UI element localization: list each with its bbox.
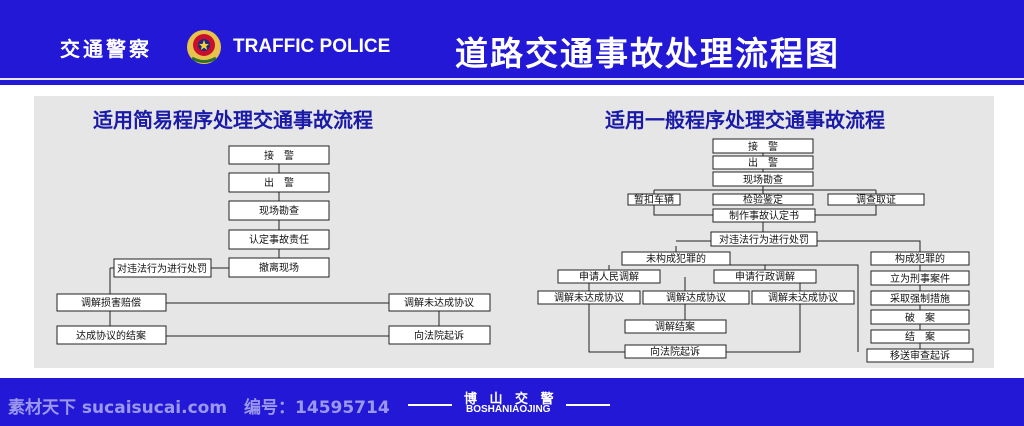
node-label: 接 警 <box>264 149 294 162</box>
node-label: 认定事故责任 <box>249 233 309 246</box>
header-bar <box>0 0 1024 85</box>
node-label: 出 警 <box>748 156 778 169</box>
node-label: 调解未达成协议 <box>768 291 838 304</box>
node-label: 申请人民调解 <box>579 270 639 283</box>
node-label: 破 案 <box>905 311 935 324</box>
left-node-1: 接 警 <box>228 145 330 165</box>
police-emblem-icon <box>187 30 221 64</box>
node-label: 对违法行为进行处罚 <box>719 233 809 246</box>
right-node-22: 移送审查起诉 <box>866 348 974 363</box>
right-node-9: 未构成犯罪的 <box>621 251 731 266</box>
right-node-2: 出 警 <box>712 155 814 170</box>
left-node-8: 调解未达成协议 <box>388 293 491 312</box>
diagram-area <box>34 96 994 368</box>
footer-rule-right <box>566 404 610 406</box>
left-node-10: 向法院起诉 <box>388 325 491 345</box>
node-label: 结 案 <box>905 330 935 343</box>
left-node-7: 调解损害赔偿 <box>56 293 167 312</box>
footer-bar <box>0 378 1024 426</box>
left-node-9: 达成协议的结案 <box>56 325 167 345</box>
right-node-17: 采取强制措施 <box>870 290 970 306</box>
right-node-1: 接 警 <box>712 138 814 154</box>
node-label: 检验鉴定 <box>743 193 783 206</box>
right-flow-title: 适用一般程序处理交通事故流程 <box>605 108 885 132</box>
right-node-11: 申请人民调解 <box>557 269 661 284</box>
footer-rule-left <box>408 404 452 406</box>
brand-cn: 交通警察 <box>60 37 152 61</box>
left-connectors <box>109 164 440 337</box>
left-node-2: 出 警 <box>228 172 330 193</box>
node-label: 移送审查起诉 <box>890 349 950 362</box>
right-node-3: 现场勘查 <box>712 171 814 187</box>
node-label: 制作事故认定书 <box>729 209 799 222</box>
left-flow-title: 适用简易程序处理交通事故流程 <box>93 108 373 132</box>
node-label: 申请行政调解 <box>735 270 795 283</box>
footer-org-cn: 博 山 交 警 <box>464 392 558 407</box>
node-label: 调解损害赔偿 <box>81 296 141 309</box>
node-label: 撤离现场 <box>259 261 299 274</box>
node-label: 对违法行为进行处罚 <box>117 262 207 275</box>
right-node-18: 调解结案 <box>624 319 727 334</box>
left-node-6: 对违法行为进行处罚 <box>113 258 212 278</box>
node-label: 未构成犯罪的 <box>646 252 706 265</box>
node-label: 调查取证 <box>856 193 896 206</box>
right-node-16: 调解未达成协议 <box>751 290 855 305</box>
node-label: 达成协议的结案 <box>76 329 146 342</box>
right-node-15: 调解达成协议 <box>642 290 750 305</box>
footer-org-en: BOSHANIAOJING <box>466 404 551 415</box>
node-label: 出 警 <box>264 176 294 189</box>
node-label: 立为刑事案件 <box>890 272 950 285</box>
node-label: 调解未达成协议 <box>404 296 474 309</box>
node-label: 现场勘查 <box>259 204 299 217</box>
right-node-4: 暂扣车辆 <box>627 193 681 206</box>
node-label: 接 警 <box>748 140 778 153</box>
right-node-13: 立为刑事案件 <box>870 270 970 286</box>
node-label: 构成犯罪的 <box>895 252 945 265</box>
right-node-6: 调查取证 <box>827 193 925 206</box>
node-label: 调解达成协议 <box>666 291 726 304</box>
left-node-5: 撤离现场 <box>228 257 330 278</box>
left-node-3: 现场勘查 <box>228 200 330 221</box>
node-label: 向法院起诉 <box>414 329 464 342</box>
node-label: 暂扣车辆 <box>634 193 674 206</box>
node-label: 采取强制措施 <box>890 292 950 305</box>
node-label: 调解结案 <box>655 320 695 333</box>
right-node-12: 申请行政调解 <box>713 269 817 284</box>
node-label: 向法院起诉 <box>650 345 700 358</box>
brand-en: TRAFFIC POLICE <box>233 36 391 57</box>
node-label: 现场勘查 <box>743 173 783 186</box>
right-node-19: 破 案 <box>870 309 970 325</box>
right-node-7: 制作事故认定书 <box>712 208 816 223</box>
left-node-4: 认定事故责任 <box>228 229 330 250</box>
right-node-8: 对违法行为进行处罚 <box>710 231 818 247</box>
header-divider <box>0 78 1024 80</box>
right-node-5: 检验鉴定 <box>712 193 814 206</box>
page-title: 道路交通事故处理流程图 <box>455 34 840 73</box>
right-node-14: 调解未达成协议 <box>537 290 641 305</box>
watermark-text: 素材天下 sucaisucai.com 编号：14595714 <box>8 398 390 418</box>
right-node-21: 向法院起诉 <box>624 344 727 359</box>
right-node-20: 结 案 <box>870 329 970 344</box>
node-label: 调解未达成协议 <box>554 291 624 304</box>
right-node-10: 构成犯罪的 <box>870 251 970 266</box>
